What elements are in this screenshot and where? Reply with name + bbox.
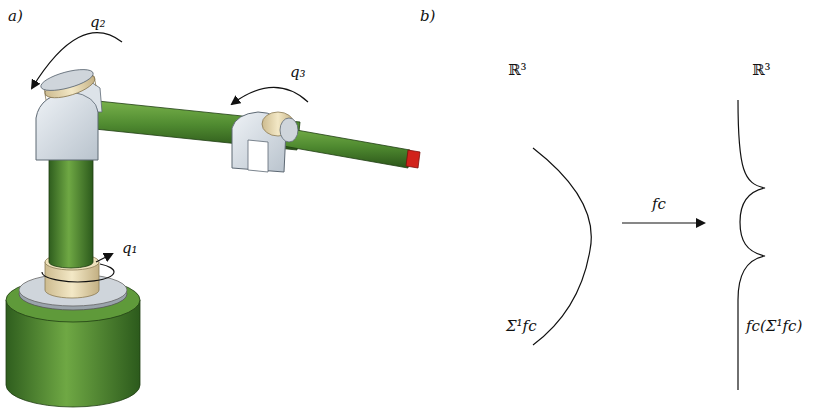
robot-column: [49, 145, 93, 268]
panel-label: a): [8, 8, 23, 25]
joint-variable: q₁: [122, 240, 138, 257]
image-curve: [738, 100, 765, 390]
rotation-arrow: [96, 254, 112, 262]
set-label: Σ¹fc: [506, 318, 537, 335]
map-label: fc: [652, 196, 666, 213]
rotation-arrow: [232, 87, 308, 104]
elbow-joint: [232, 112, 298, 172]
shoulder-joint: [36, 65, 102, 160]
joint-variable: q₂: [90, 14, 106, 31]
set-label: fc(Σ¹fc): [746, 318, 802, 335]
panel-label: b): [420, 8, 435, 25]
mapping-arrow: [622, 222, 704, 223]
space-label: ℝ³: [508, 62, 526, 79]
singular-curve: [533, 148, 591, 345]
joint-variable: q₃: [290, 64, 306, 81]
rotation-arrow: [32, 33, 122, 88]
rotation-arrow: [42, 264, 114, 282]
space-label: ℝ³: [752, 62, 770, 79]
end-effector: [406, 150, 420, 168]
